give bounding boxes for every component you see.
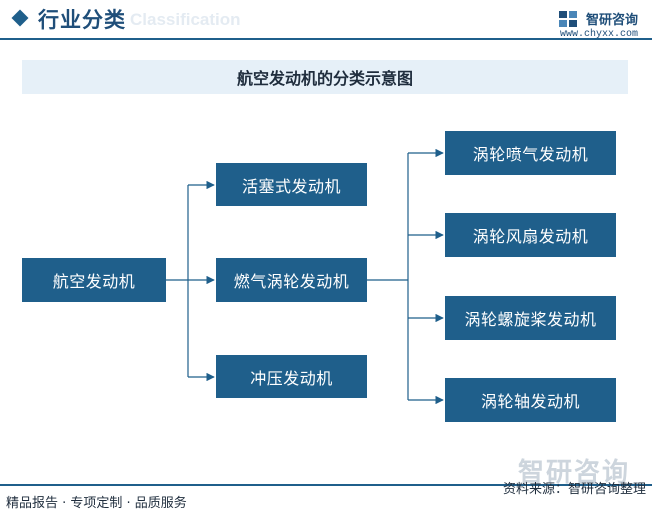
header-divider	[0, 38, 652, 40]
brand: 智研咨询 www.chyxx.com	[558, 8, 638, 40]
footer-divider	[0, 484, 652, 486]
node-turboshaft-engine: 涡轮轴发动机	[445, 378, 616, 422]
node-root: 航空发动机	[22, 258, 166, 302]
footer-tagline: 精品报告 · 专项定制 · 品质服务	[6, 496, 187, 511]
node-turbojet-engine: 涡轮喷气发动机	[445, 131, 616, 175]
brand-name: 智研咨询	[585, 13, 638, 28]
watermark-logo: 智研咨询	[517, 458, 630, 488]
brand-url: www.chyxx.com	[559, 29, 638, 40]
node-piston-engine: 活塞式发动机	[216, 163, 367, 206]
node-ramjet-engine: 冲压发动机	[216, 355, 367, 398]
brand-logo-icon	[558, 10, 577, 27]
header: Classification 行业分类 智研咨询 www.chyxx.com	[0, 0, 652, 40]
node-turboprop-engine: 涡轮螺旋桨发动机	[445, 296, 616, 340]
section-title-en: Classification	[130, 10, 241, 29]
node-gas-turbine-engine: 燃气涡轮发动机	[216, 258, 367, 302]
section-title: 行业分类	[38, 8, 126, 32]
diagram-title: 航空发动机的分类示意图	[22, 60, 628, 94]
node-turbofan-engine: 涡轮风扇发动机	[445, 213, 616, 257]
footer-source: 资料来源：智研咨询整理	[502, 482, 646, 497]
